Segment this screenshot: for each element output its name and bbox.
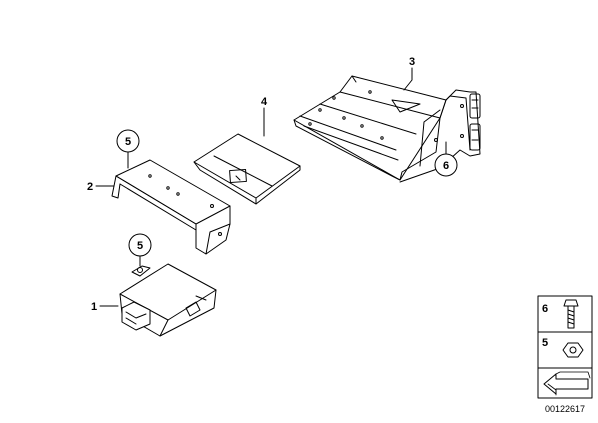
part-1-module (119, 263, 217, 337)
leader-3 (403, 67, 413, 91)
callout-circle-5a (116, 129, 140, 153)
callout-circle-6 (434, 153, 458, 177)
part-2-bracket (111, 159, 231, 255)
callout-1: 1 (91, 301, 97, 313)
callout-circle-5b (128, 233, 152, 257)
callout-3: 3 (409, 56, 415, 68)
callout-2: 2 (87, 181, 93, 193)
legend-box (537, 295, 593, 399)
legend-label-6: 6 (542, 303, 548, 315)
callout-5a: 5 (125, 136, 131, 148)
diagram-code: 00122617 (545, 404, 585, 414)
nut-icon (562, 342, 584, 358)
callout-6: 6 (443, 160, 449, 172)
part-4-plate (193, 133, 301, 205)
callout-leaders (95, 67, 447, 307)
callout-4: 4 (261, 96, 268, 108)
legend-label-5: 5 (542, 337, 548, 349)
bolt-icon (563, 299, 579, 329)
callout-5b: 5 (137, 240, 143, 252)
direction-arrow-icon (543, 371, 591, 396)
